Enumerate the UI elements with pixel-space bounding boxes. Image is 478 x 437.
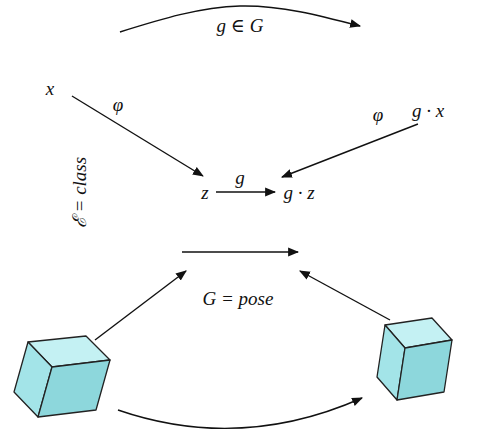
transform-arrow: [118, 398, 362, 428]
math-label: G = pose: [203, 288, 274, 309]
tetrahedron: x: [8, 4, 128, 104]
ellipse-outline: [104, 162, 372, 222]
tetrahedron-face: [413, 13, 462, 93]
math-label: g: [235, 167, 245, 188]
node-outline: [8, 4, 128, 104]
tetrahedron-face: [367, 13, 442, 93]
edge-label: g ∈ G: [217, 15, 264, 36]
latent-ellipse: z g g · z: [103, 160, 373, 224]
tetrahedron-face: [13, 8, 58, 72]
cube-face: [397, 340, 452, 400]
edge-label: φ: [113, 94, 124, 115]
embedding-arrow: [95, 271, 186, 340]
tetrahedron-face: [47, 8, 113, 72]
pose-ellipse: G = pose: [103, 212, 373, 312]
edge-label: φ: [373, 104, 384, 125]
embedding-arrow: [300, 271, 390, 320]
latent-action-arrow: [216, 191, 275, 192]
ellipse-outline: [104, 213, 372, 277]
axis-label: ℰ = class: [69, 156, 90, 227]
cube-face: [38, 360, 110, 417]
math-label: g · z: [283, 182, 314, 203]
math-label: z: [201, 182, 208, 203]
math-label: x: [46, 78, 54, 99]
mapping-arrow: [72, 96, 203, 176]
math-label: g · x: [412, 100, 444, 121]
pose-action-arrow: [182, 251, 298, 252]
cube-left: [14, 336, 110, 417]
mapping-arrow: [282, 124, 418, 177]
cube-right: [377, 318, 452, 400]
